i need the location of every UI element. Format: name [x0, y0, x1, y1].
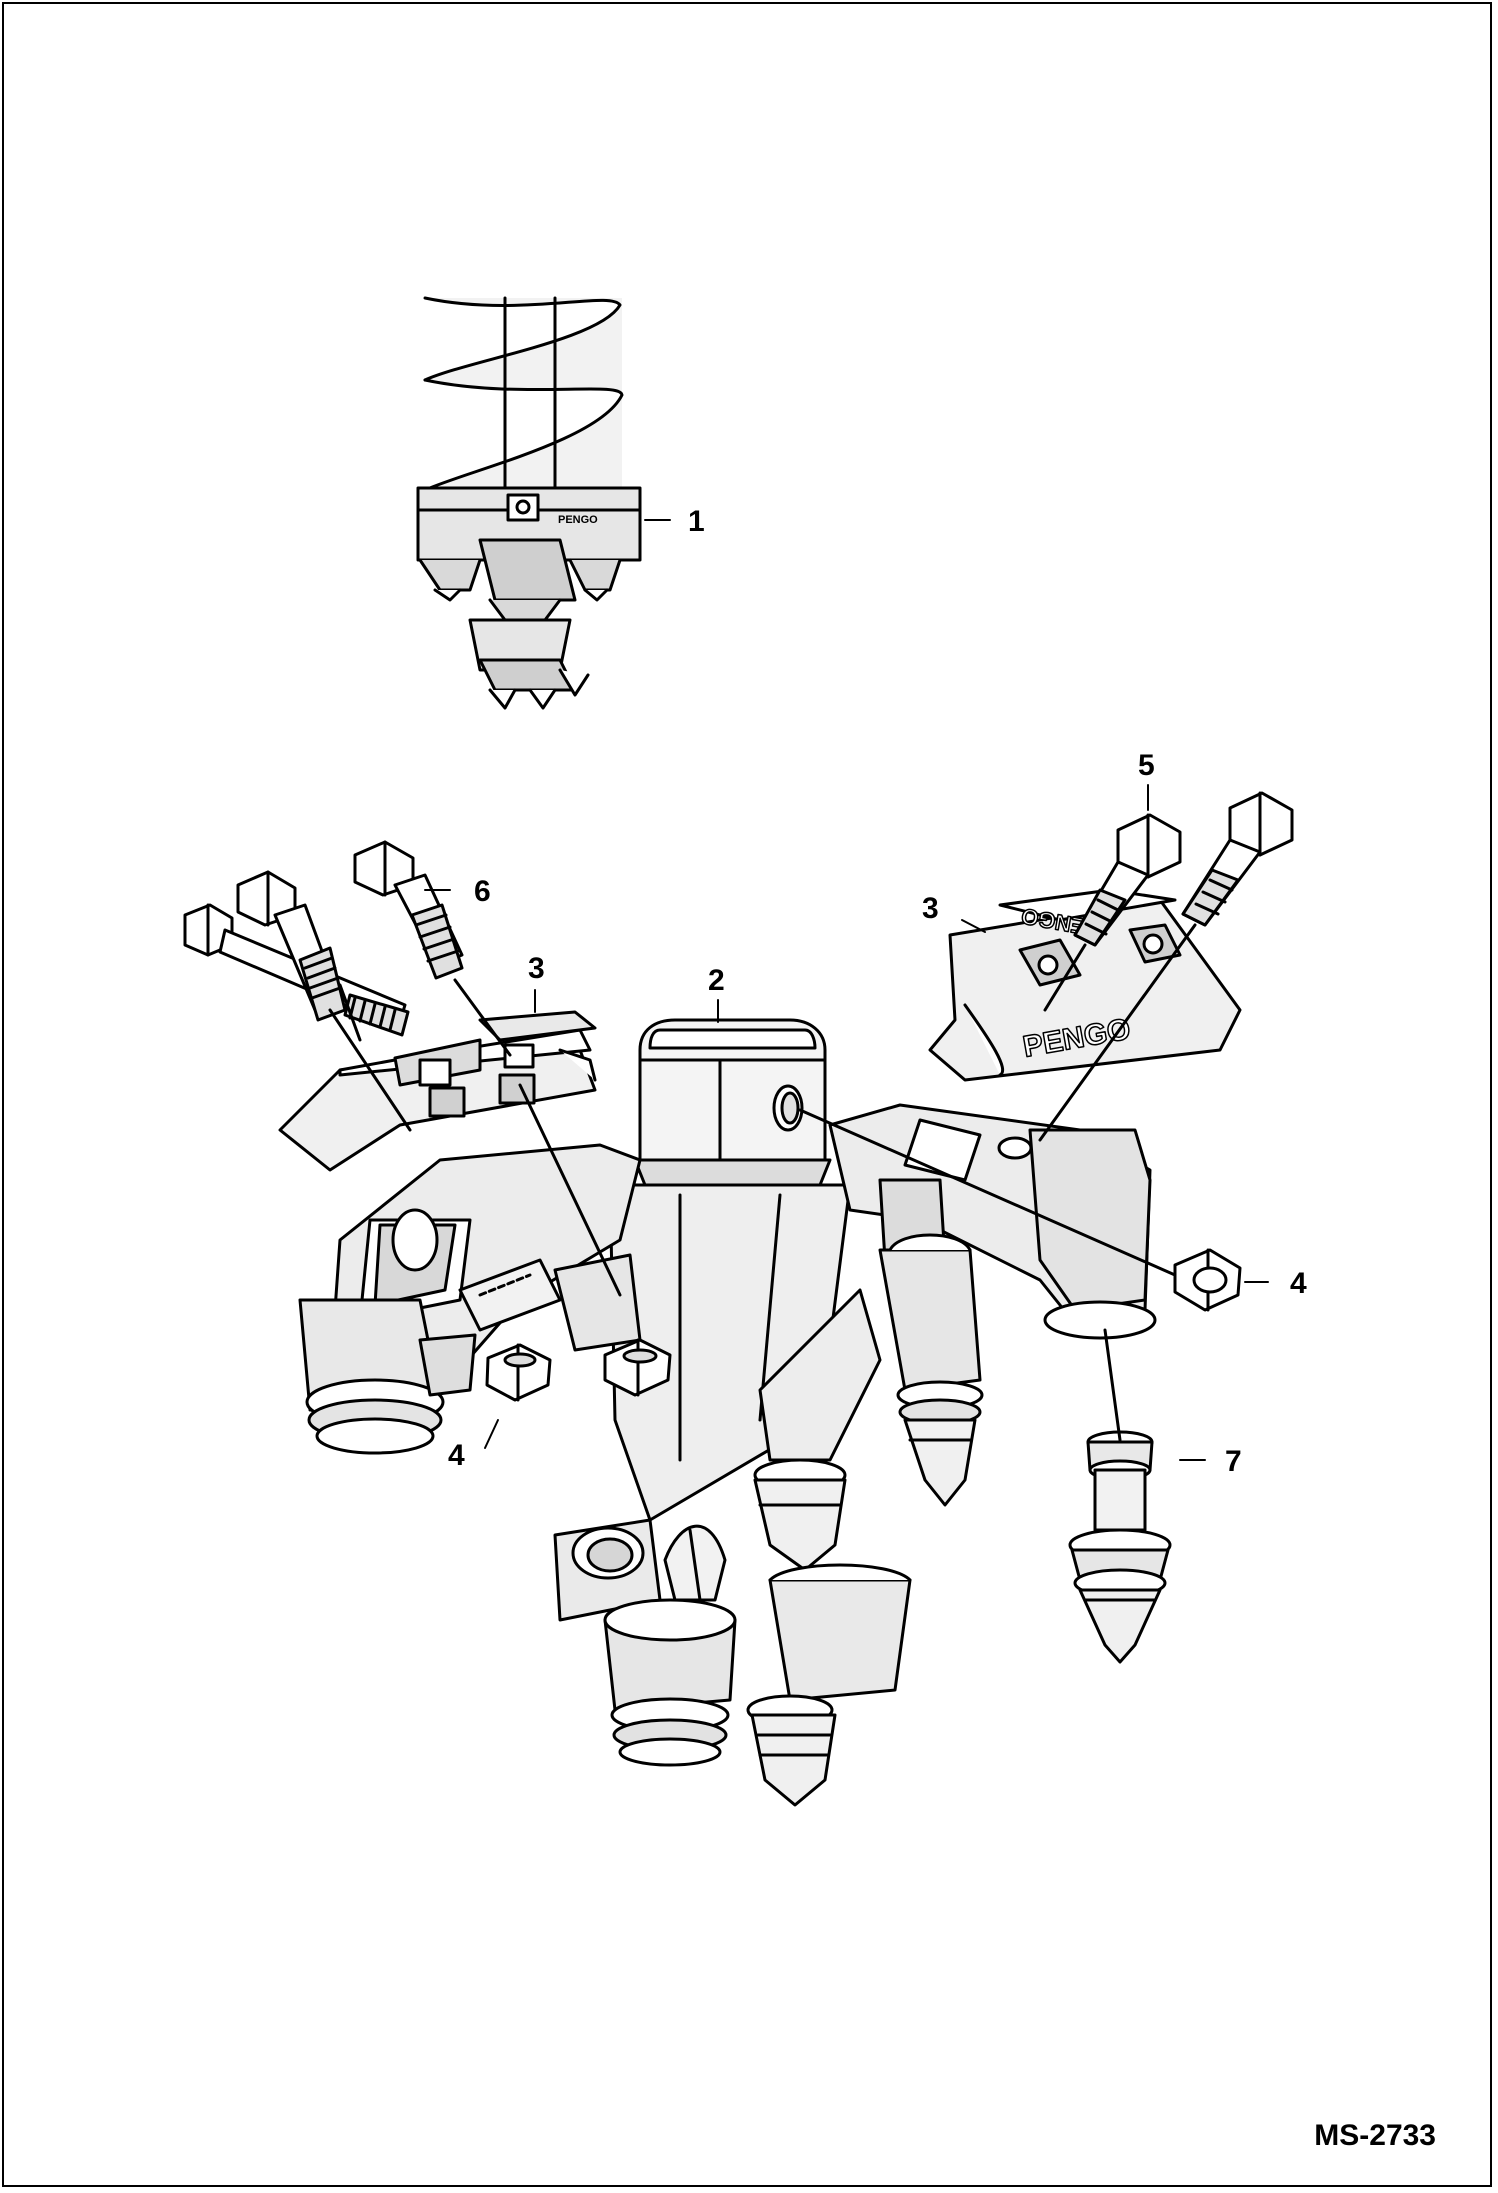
document-id: MS-2733 — [1314, 2119, 1436, 2152]
lower-teeth — [553, 1233, 984, 1807]
left-holder-callout: 3 — [528, 952, 545, 985]
right-nut-callout: 4 — [1290, 1267, 1307, 1300]
auger-overview: PENGO — [416, 296, 642, 710]
left-bolts — [183, 840, 622, 1297]
right-arm — [828, 1103, 1157, 1340]
auger-callout: 1 — [688, 505, 705, 538]
tooth-callout: 7 — [1225, 1445, 1242, 1478]
loose-tooth — [1068, 1328, 1172, 1664]
right-holder-callout: 3 — [922, 892, 939, 925]
right-bolt-callout: 5 — [1138, 749, 1155, 782]
left-nut — [485, 1338, 672, 1402]
callout-labels: 1 2 3 3 4 4 5 6 7 — [448, 505, 1307, 1478]
left-arm — [298, 1143, 642, 1455]
svg-text:PENGO: PENGO — [558, 514, 598, 526]
left-bolt-callout: 6 — [474, 875, 491, 908]
right-bolts — [1038, 791, 1294, 1142]
left-tooth-holder — [278, 1010, 597, 1172]
right-nut — [798, 1108, 1242, 1312]
hub-callout: 2 — [708, 964, 725, 997]
callout-leaders — [424, 519, 1269, 1461]
left-nut-callout: 4 — [448, 1439, 465, 1472]
